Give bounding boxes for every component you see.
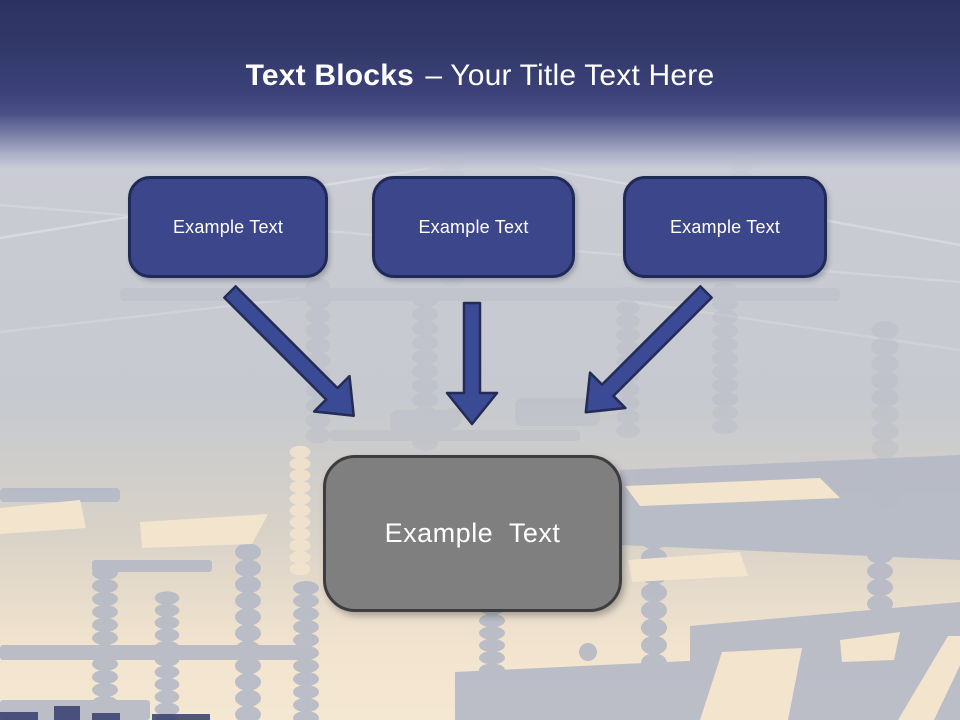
beige-highlights [0,445,960,720]
title-band [0,0,960,178]
arrow-down-icon[interactable] [445,301,499,426]
silhouette-shapes [0,143,960,720]
result-block[interactable]: Example Text [323,455,622,612]
result-block-label: Example Text [384,518,561,548]
dark-beam-fragments [0,706,210,720]
text-block-2[interactable]: Example Text [372,176,575,278]
slide-title[interactable]: Text Blocks – Your Title Text Here [0,54,960,98]
arrow-down-right-icon[interactable] [212,274,371,433]
title-emphasis: Text Blocks [245,59,414,92]
text-block-3[interactable]: Example Text [623,176,827,278]
title-rest: – Your Title Text Here [425,59,715,92]
arrow-down-left-icon[interactable] [568,274,724,430]
text-block-3-label: Example Text [669,216,781,237]
text-block-1-label: Example Text [172,216,284,237]
text-block-2-label: Example Text [418,216,529,237]
text-block-1[interactable]: Example Text [128,176,328,278]
